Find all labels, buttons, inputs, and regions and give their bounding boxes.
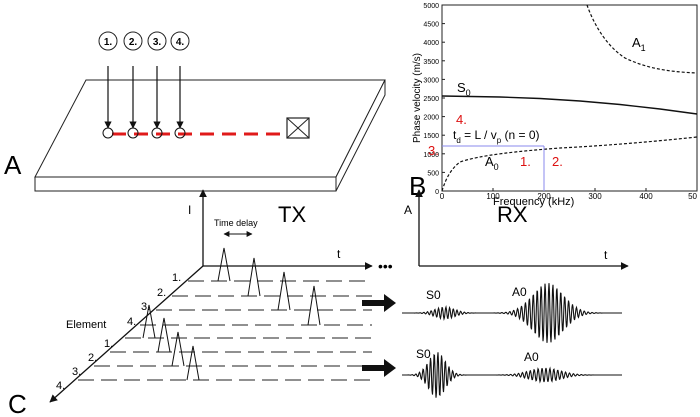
element-3-label: 3. <box>153 37 162 48</box>
step-2-label: 2. <box>552 154 563 169</box>
x-tick-label: 300 <box>588 192 602 201</box>
rx-signal-2 <box>402 352 622 398</box>
y-tick-label: 4500 <box>423 22 439 29</box>
x-tick-label: 400 <box>639 192 653 201</box>
plot-frame <box>441 4 698 192</box>
signal-2-s0-label: S0 <box>416 347 431 361</box>
panel-b: 0500100015002000250030003500400045005000… <box>409 3 698 208</box>
rx-t-label: t <box>604 248 608 262</box>
block-arrow-1 <box>362 294 396 312</box>
y-tick-label: 2000 <box>423 115 439 122</box>
y-tick-label: 1500 <box>423 133 439 140</box>
element-label-g2-1: 1. <box>104 338 113 350</box>
tx-t-label: t <box>337 247 341 261</box>
y-axis-ticks: 0 500 1000 1500 2000 2500 3000 3500 4000 4500 5000 <box>423 3 445 196</box>
a0-curve <box>441 136 698 192</box>
y-tick-label: 1000 <box>423 152 439 159</box>
x-tick-label: 100 <box>486 192 500 201</box>
step-3-label: 3. <box>428 143 439 158</box>
tx-pulses-group-2 <box>142 304 200 381</box>
panel-c-label: C <box>8 389 27 417</box>
element-1-label: 1. <box>104 37 113 48</box>
element-2: 2. <box>123 31 143 139</box>
element-label-g1-4: 4. <box>127 316 136 328</box>
y-tick-label: 0 <box>435 189 439 196</box>
mode-s0-label: S0 <box>457 80 471 98</box>
y-tick-label: 2500 <box>423 96 439 103</box>
element-label-g2-4: 4. <box>56 380 65 392</box>
panel-a-label: A <box>4 150 22 180</box>
rx-signal-1 <box>402 283 622 343</box>
x-tick-label: 200 <box>537 192 551 201</box>
ellipsis: ••• <box>378 258 393 274</box>
element-label-g1-1: 1. <box>172 272 181 284</box>
x-axis-label: Frequency (kHz) <box>493 196 574 208</box>
y-tick-label: 4000 <box>423 40 439 47</box>
step-4-label: 4. <box>456 112 467 127</box>
mode-a1-label: A1 <box>632 35 646 53</box>
a1-curve <box>586 4 698 74</box>
panel-a: 1. 2. 3. 4. A <box>4 31 386 192</box>
x-tick-label: 50 <box>688 192 697 201</box>
y-tick-label: 5000 <box>423 3 439 10</box>
delay-formula: td = L / vp (n = 0) <box>453 128 540 145</box>
plate-side-face <box>335 79 386 192</box>
block-arrow-2 <box>362 359 396 377</box>
y-tick-label: 3000 <box>423 77 439 84</box>
panel-c: I TX t Time delay <box>8 189 629 417</box>
mode-a0-label: A0 <box>485 154 499 172</box>
element-2-label: 2. <box>129 37 138 48</box>
y-axis-label: Phase velocity (m/s) <box>412 53 423 143</box>
tx-pulses-group-1 <box>217 247 321 326</box>
receiver-box <box>286 117 310 139</box>
time-delay-label: Time delay <box>214 218 258 228</box>
plate-top-face <box>34 79 386 178</box>
panel-b-label: B <box>409 171 426 201</box>
element-label-g2-2: 2. <box>88 352 97 364</box>
element-label-g2-3: 3. <box>72 366 81 378</box>
signal-2-a0-label: A0 <box>524 350 539 364</box>
s0-curve <box>441 95 698 115</box>
tx-element-baselines <box>78 280 372 381</box>
plate-front-face <box>34 176 337 192</box>
step-1-label: 1. <box>520 154 531 169</box>
y-tick-label: 3500 <box>423 59 439 66</box>
tx-i-label: I <box>188 203 191 217</box>
rx-label: RX <box>497 202 528 227</box>
rx-a-label: A <box>404 203 412 217</box>
signal-1-a0-label: A0 <box>512 285 527 299</box>
x-tick-label: 0 <box>440 192 445 201</box>
element-1: 1. <box>98 31 118 139</box>
element-4: 4. <box>170 31 190 139</box>
element-3: 3. <box>147 31 167 139</box>
tx-label: TX <box>278 202 306 227</box>
element-label-g1-2: 2. <box>157 287 166 299</box>
y-tick-label: 500 <box>427 170 439 177</box>
tx-element-axis <box>49 265 204 403</box>
signal-1-s0-label: S0 <box>426 288 441 302</box>
element-4-label: 4. <box>176 37 185 48</box>
element-axis-label: Element <box>66 319 106 331</box>
element-label-g1-3: 3. <box>141 301 150 313</box>
